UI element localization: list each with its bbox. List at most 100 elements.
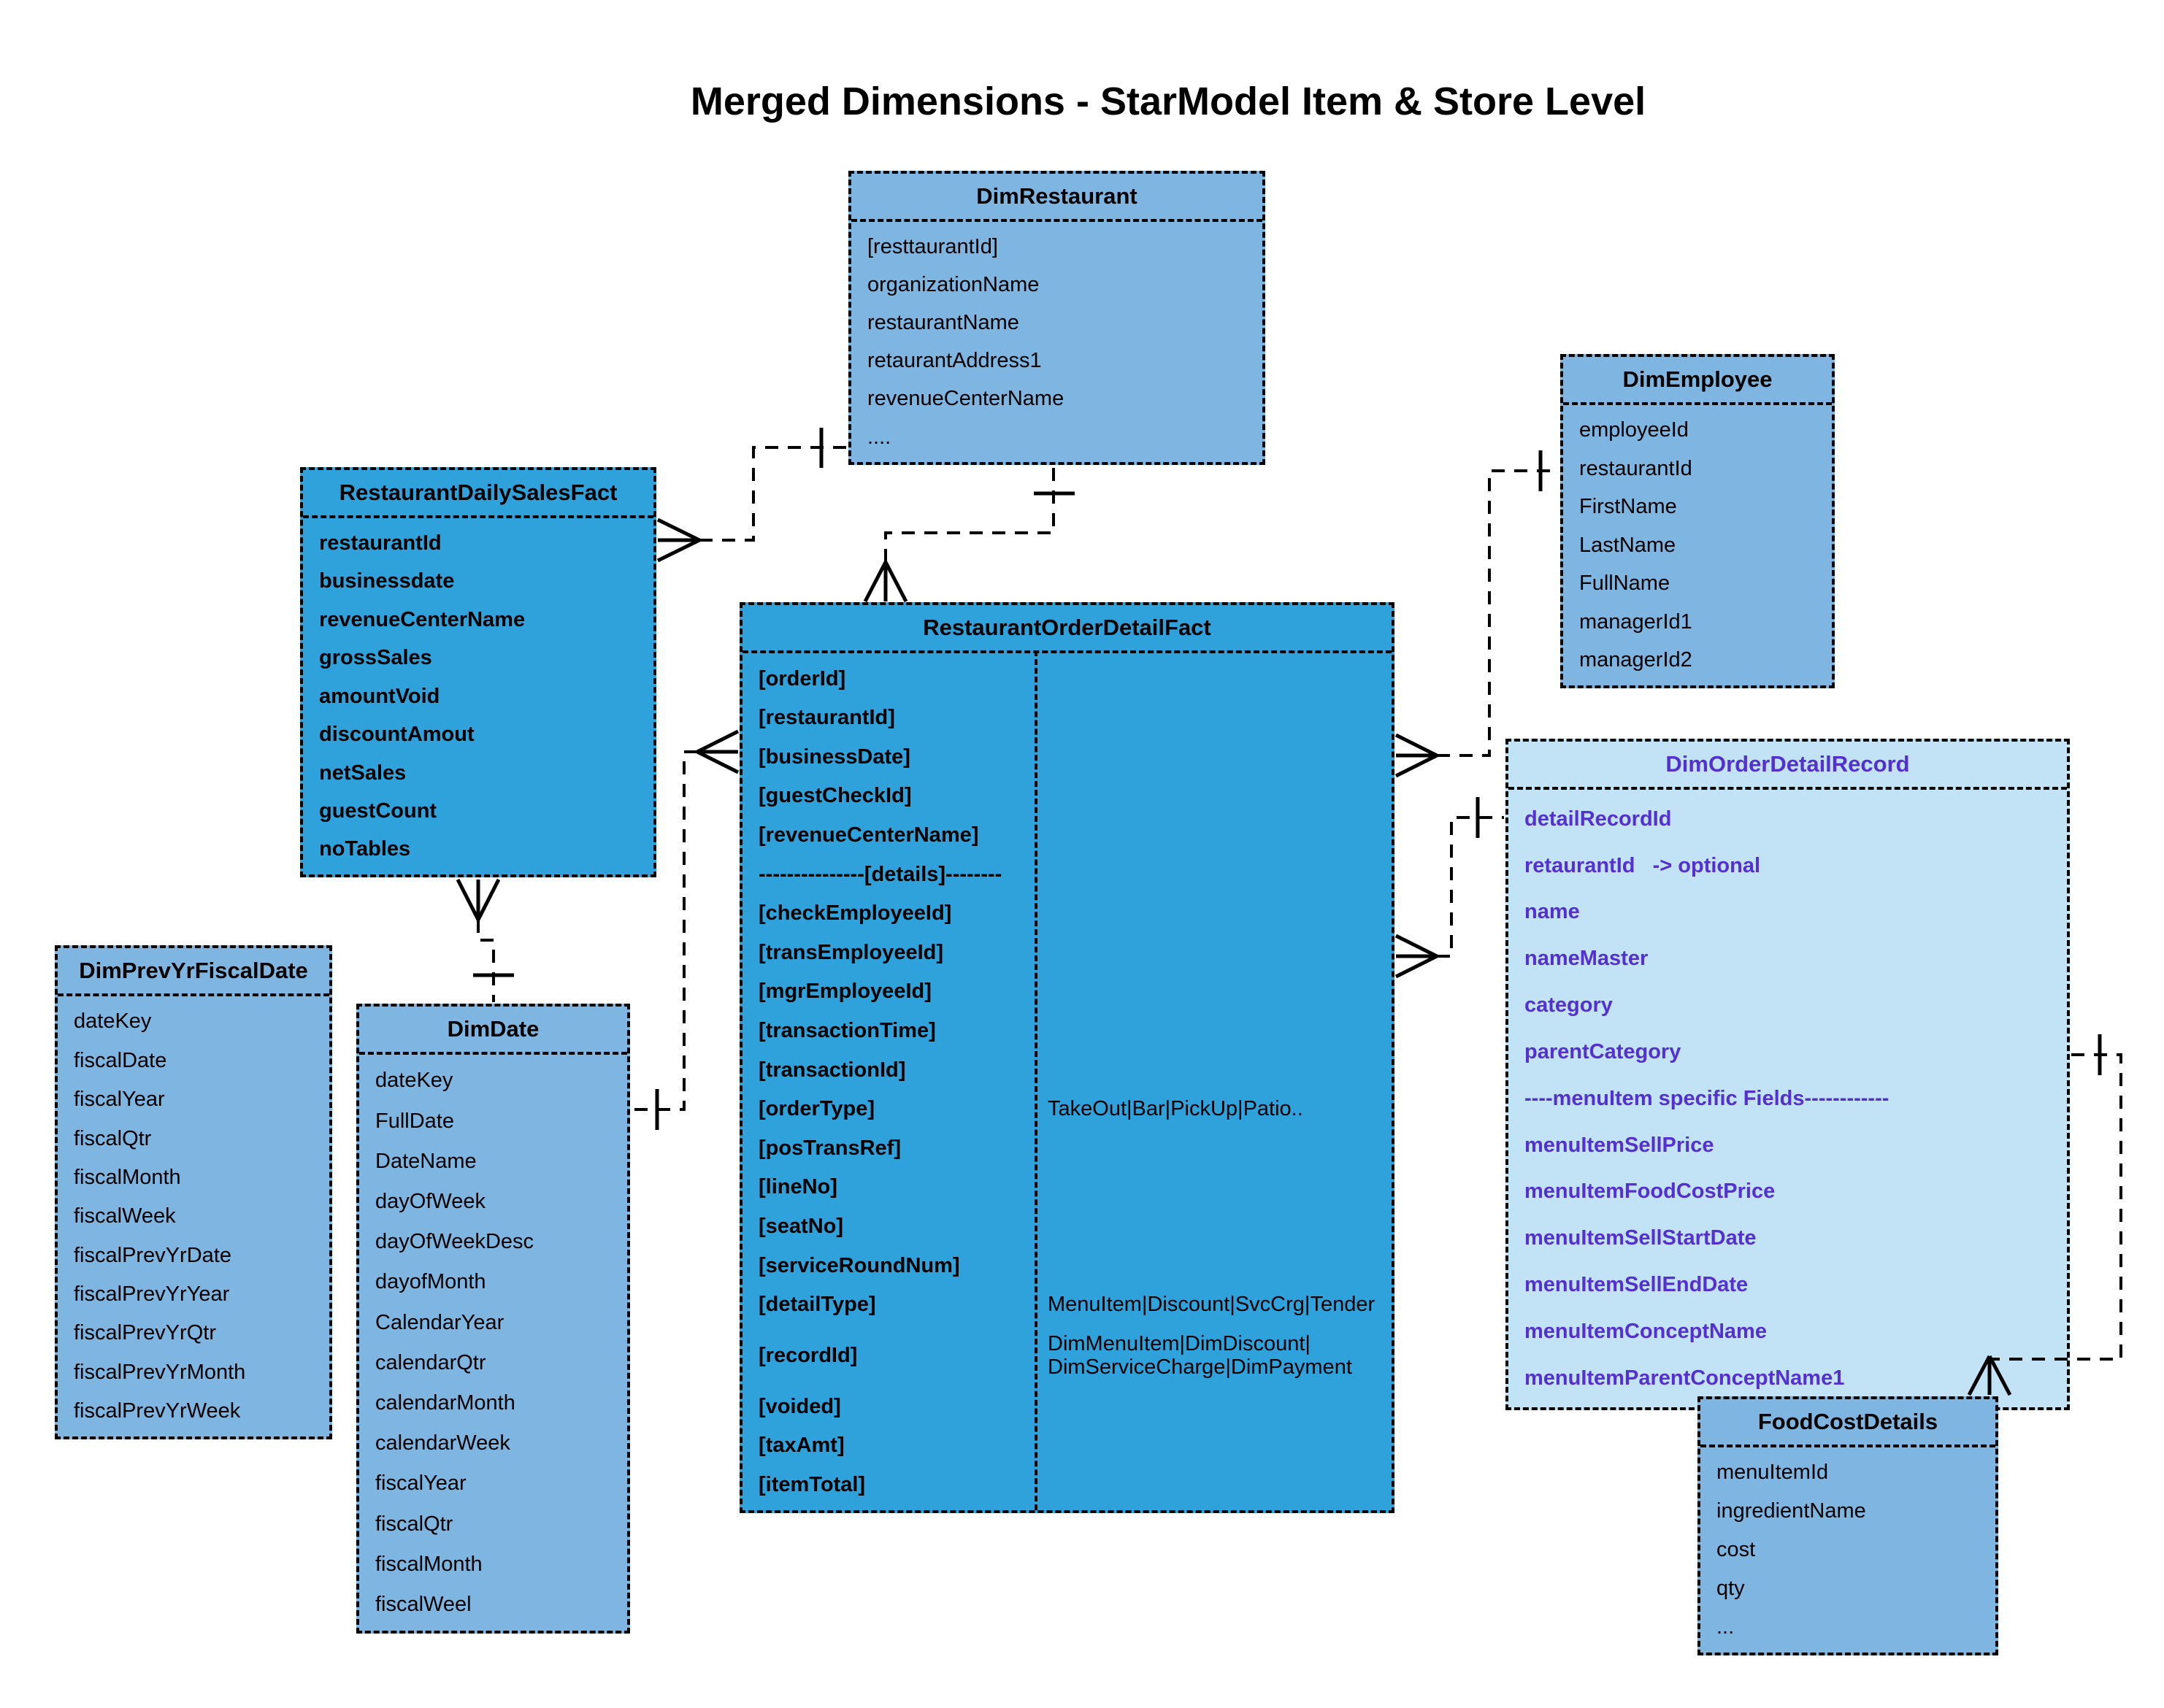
field-name: calendarMonth <box>375 1390 515 1415</box>
field-name: menuItemConceptName <box>1524 1319 1767 1343</box>
page-title: Merged Dimensions - StarModel Item & Sto… <box>690 80 1646 123</box>
field-row: [transEmployeeId] <box>743 933 1392 972</box>
field-name: dayofMonth <box>375 1270 486 1294</box>
entity-title: DimEmployee <box>1563 357 1832 405</box>
entity-title: RestaurantOrderDetailFact <box>743 605 1392 653</box>
field-name: [checkEmployeeId] <box>759 901 952 926</box>
field-name: [serviceRoundNum] <box>759 1253 960 1277</box>
field-name: dayOfWeek <box>375 1189 486 1213</box>
entity-title: DimRestaurant <box>851 174 1262 222</box>
field-name: [resttaurantId] <box>867 234 998 258</box>
field-row: [lineNo] <box>743 1168 1392 1207</box>
field-row: [businessDate] <box>743 737 1392 777</box>
field-name: [itemTotal] <box>759 1472 866 1496</box>
connector-orderfact-dimorderdetailrecord[interactable] <box>1394 797 1504 979</box>
field-name: CalendarYear <box>375 1310 504 1334</box>
field-name: menuItemSellEndDate <box>1524 1273 1749 1297</box>
field-name: businessdate <box>319 569 455 593</box>
field-name: amountVoid <box>319 684 440 708</box>
connector-salesfact-dimrestaurant[interactable] <box>656 428 847 563</box>
field-row: [orderId] <box>743 659 1392 699</box>
entity-RestaurantOrderDetailFact[interactable]: RestaurantOrderDetailFact [orderId] [resta… <box>740 602 1394 1513</box>
field-name: detailRecordId <box>1524 807 1672 831</box>
field-name: fiscalDate <box>74 1048 167 1072</box>
field-row: [restaurantId] <box>743 699 1392 738</box>
field-name: nameMaster <box>1524 947 1649 971</box>
field-row: [voided] <box>743 1387 1392 1426</box>
field-name: DateName <box>375 1149 477 1173</box>
field-row: [checkEmployeeId] <box>743 894 1392 934</box>
field-name: [orderType] <box>759 1097 875 1121</box>
field-name: [revenueCenterName] <box>759 823 979 847</box>
field-name: .... <box>867 425 891 449</box>
entity-DimOrderDetailRecord[interactable]: DimOrderDetailRecord detailRecordId retaur… <box>1505 739 2070 1410</box>
field-name: organizationName <box>867 273 1040 296</box>
field-name: calendarWeek <box>375 1431 510 1455</box>
field-name: parentCategory <box>1524 1039 1681 1063</box>
field-name: menuItemFoodCostPrice <box>1524 1180 1776 1204</box>
field-name: noTables <box>319 837 411 861</box>
field-name: fiscalQtr <box>375 1512 453 1536</box>
field-name: [posTransRef] <box>759 1136 901 1160</box>
field-name: [voided] <box>759 1394 841 1418</box>
field-row: [posTransRef] <box>743 1128 1392 1168</box>
field-name: qty <box>1716 1577 1745 1601</box>
field-name: retaurantId -> optional <box>1524 853 1761 877</box>
column-divider <box>1035 650 1037 1510</box>
field-name: fiscalWeek <box>74 1204 176 1228</box>
field-name: fiscalPrevYrWeek <box>74 1399 241 1423</box>
field-name: discountAmout <box>319 723 475 747</box>
field-name: FullDate <box>375 1109 454 1133</box>
field-name: FirstName <box>1579 495 1677 519</box>
connector-orderfact-dimrestaurant[interactable] <box>863 467 1075 603</box>
field-name: guestCount <box>319 799 437 823</box>
entity-fields: detailRecordId retaurantId -> optional nam… <box>1508 790 2067 1407</box>
field-row: ---------------[details]-------- <box>743 855 1392 894</box>
field-name: dateKey <box>74 1009 152 1034</box>
field-name: [mgrEmployeeId] <box>759 980 932 1004</box>
entity-DimRestaurant[interactable]: DimRestaurant [resttaurantId] organization… <box>848 171 1265 465</box>
field-name: fiscalYear <box>375 1472 467 1496</box>
field-name: revenueCenterName <box>319 607 526 631</box>
field-name: fiscalYear <box>74 1088 165 1112</box>
field-name: managerId1 <box>1579 609 1692 634</box>
field-name: [recordId] <box>759 1344 858 1368</box>
entity-fields: restaurantId businessdate revenueCenterNam… <box>303 518 653 874</box>
entity-title: DimOrderDetailRecord <box>1508 742 2067 790</box>
field-name: fiscalPrevYrMonth <box>74 1360 246 1384</box>
field-name: [businessDate] <box>759 745 910 769</box>
field-row: [mgrEmployeeId] <box>743 972 1392 1012</box>
field-name: [taxAmt] <box>759 1434 845 1458</box>
connector-orderfact-dimemployee[interactable] <box>1394 450 1559 778</box>
connector-salesfact-dimdate[interactable] <box>456 878 514 1002</box>
field-name: menuItemId <box>1716 1461 1829 1485</box>
field-name: [detailType] <box>759 1293 876 1317</box>
entity-title: FoodCostDetails <box>1700 1399 1995 1447</box>
field-annotation: MenuItem|Discount|SvcCrg|Tender <box>1048 1293 1375 1317</box>
entity-RestaurantDailySalesFact[interactable]: RestaurantDailySalesFact restaurantId busi… <box>300 467 656 877</box>
field-name: restaurantId <box>319 531 442 555</box>
field-name: ingredientName <box>1716 1499 1866 1523</box>
field-name: revenueCenterName <box>867 387 1064 411</box>
field-name: [restaurantId] <box>759 706 895 730</box>
field-row: [seatNo] <box>743 1207 1392 1247</box>
entity-title: RestaurantDailySalesFact <box>303 470 653 518</box>
field-name: name <box>1524 900 1580 924</box>
entity-fields: [orderId][restaurantId][businessDate][gu… <box>743 653 1392 1510</box>
field-name: managerId2 <box>1579 648 1692 672</box>
field-name: cost <box>1716 1538 1756 1562</box>
field-name: [transactionId] <box>759 1058 906 1082</box>
field-name: grossSales <box>319 646 432 670</box>
field-name: fiscalMonth <box>74 1165 181 1189</box>
field-name: fiscalPrevYrQtr <box>74 1321 216 1345</box>
field-row: [detailType] MenuItem|Discount|SvcCrg|Ten… <box>743 1285 1392 1325</box>
entity-FoodCostDetails[interactable]: FoodCostDetails menuItemId ingredientName c… <box>1697 1396 1998 1655</box>
field-name: menuItemSellStartDate <box>1524 1226 1757 1250</box>
field-name: category <box>1524 993 1613 1018</box>
